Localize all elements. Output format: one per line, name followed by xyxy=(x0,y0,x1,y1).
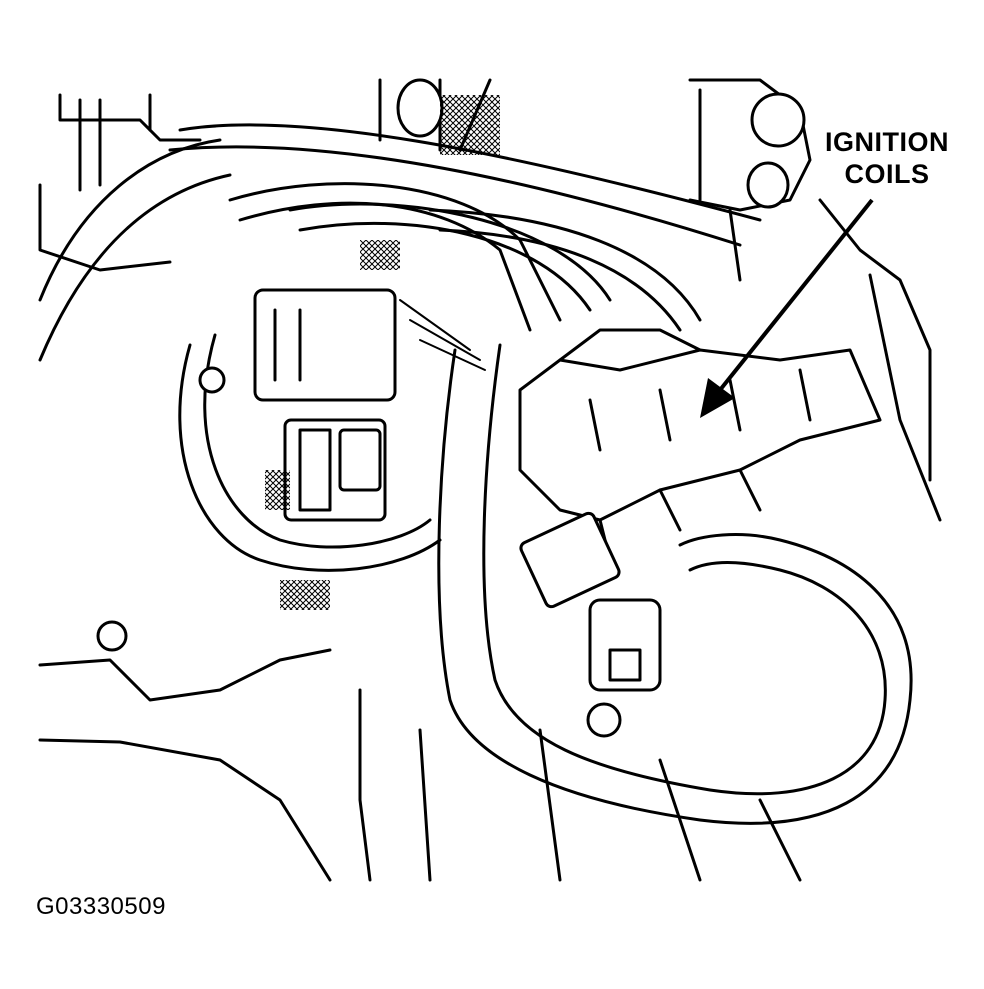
ignition-coils-label-line1: IGNITION xyxy=(825,127,949,157)
harness-connectors xyxy=(253,288,662,692)
ignition-coil-pack xyxy=(518,328,882,562)
ignition-coils-label-line2: COILS xyxy=(844,159,930,189)
wiring-harness xyxy=(96,299,913,825)
figure-id: G03330509 xyxy=(36,893,166,920)
mounting-bosses xyxy=(396,78,806,209)
callout-arrow xyxy=(700,198,874,418)
engine-block xyxy=(38,78,942,882)
spark-plug-wires xyxy=(38,95,762,362)
